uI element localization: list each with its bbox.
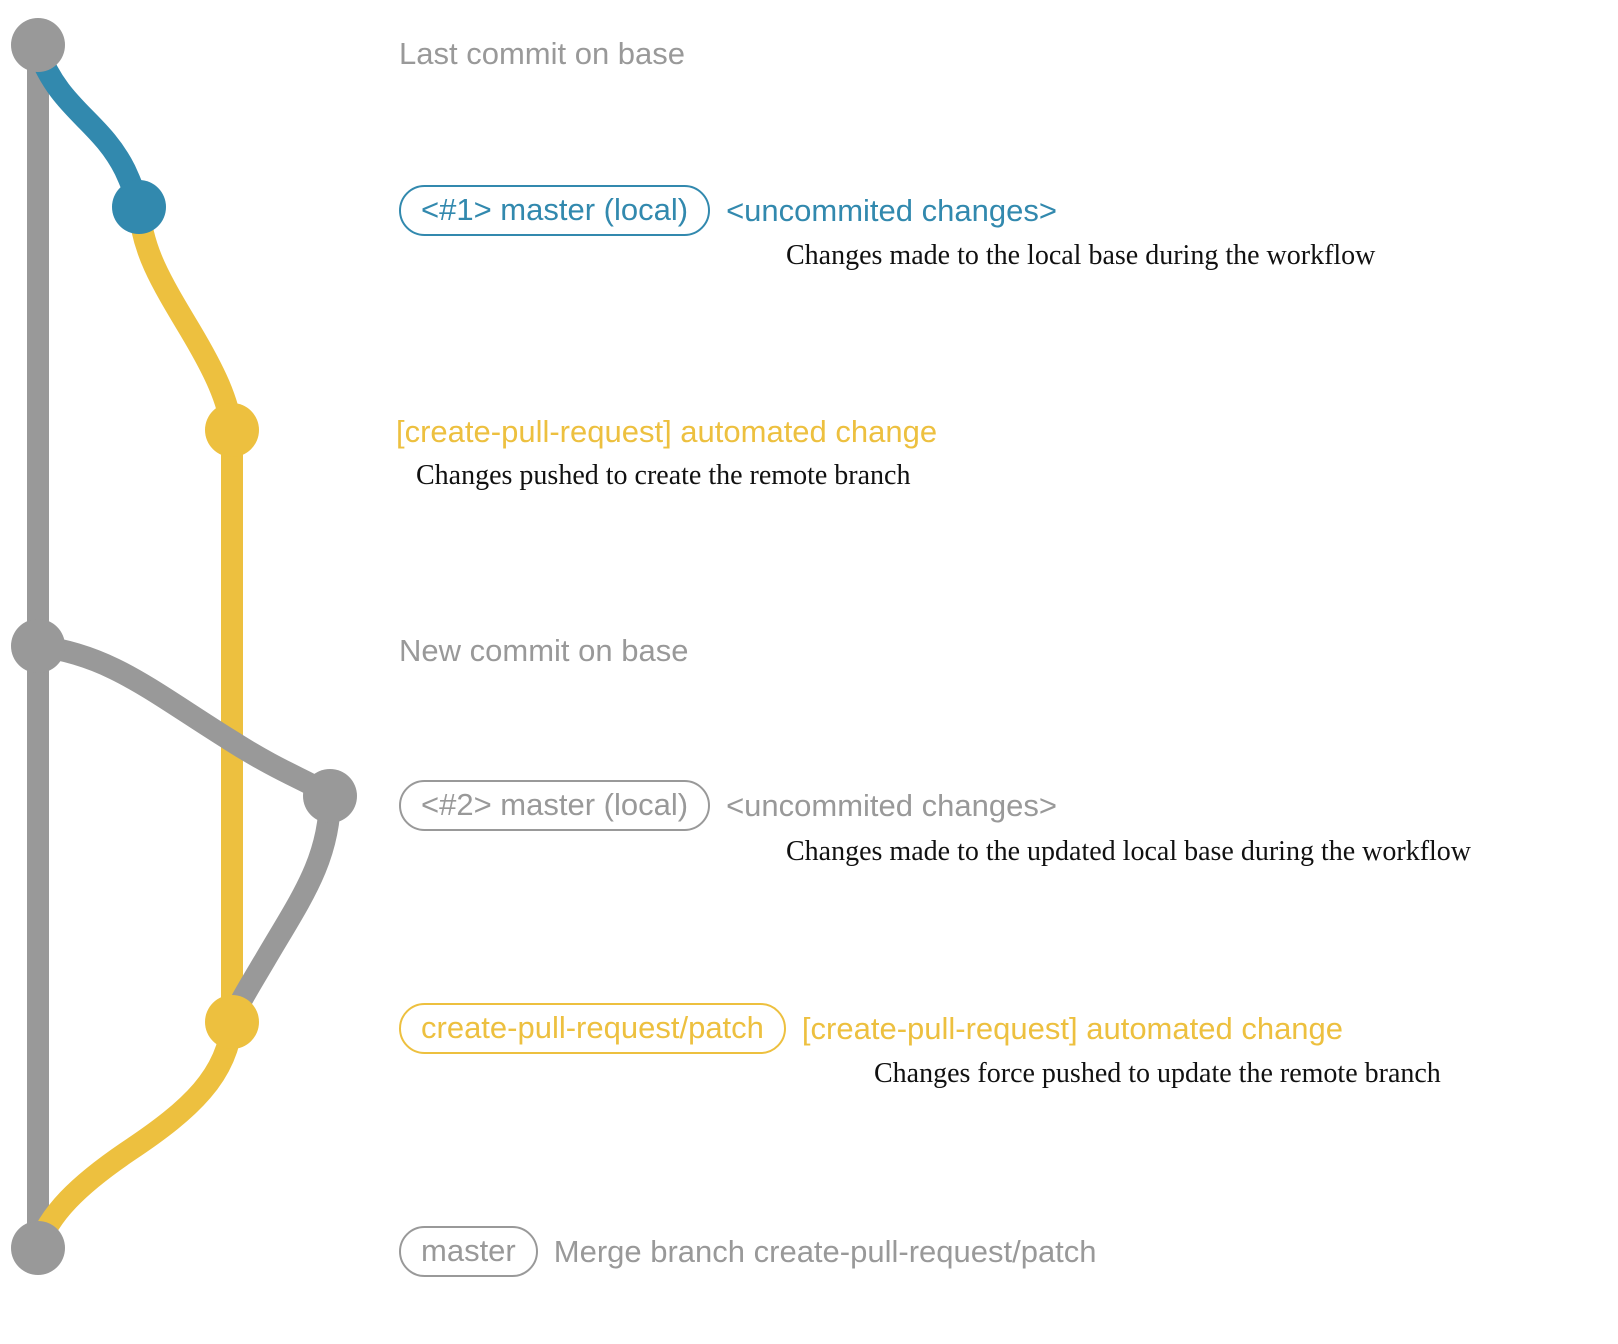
row-merge-master: master Merge branch create-pull-request/… bbox=[399, 1226, 1097, 1277]
branch-line-patch-merge bbox=[27, 1011, 243, 1259]
commit-node-automated-change-1[interactable] bbox=[205, 403, 259, 457]
commit-node-master-local-2[interactable] bbox=[303, 769, 357, 823]
commit-message-master-local-1: <uncommited changes> bbox=[726, 193, 1057, 228]
row-automated-change-2: create-pull-request/patch [create-pull-r… bbox=[399, 1003, 1343, 1054]
commit-message-automated-change-2: [create-pull-request] automated change bbox=[801, 1011, 1344, 1046]
commit-node-new-commit-on-base[interactable] bbox=[11, 619, 65, 673]
row-master-local-1: <#1> master (local) <uncommited changes> bbox=[399, 185, 1057, 236]
note-automated-change-2: Changes force pushed to update the remot… bbox=[874, 1058, 1441, 1089]
branch-line-patch-1 bbox=[128, 196, 243, 441]
branch-badge-master-local-2[interactable]: <#2> master (local) bbox=[399, 780, 711, 831]
commit-message-merge-master: Merge branch create-pull-request/patch bbox=[553, 1234, 1097, 1269]
note-automated-change-1: Changes pushed to create the remote bran… bbox=[416, 460, 911, 491]
commit-node-last-commit-on-base[interactable] bbox=[11, 18, 65, 72]
commit-message-new-commit-on-base: New commit on base bbox=[399, 633, 689, 668]
commit-node-automated-change-2[interactable] bbox=[205, 995, 259, 1049]
commit-message-master-local-2: <uncommited changes> bbox=[726, 788, 1057, 823]
commit-node-merge-master[interactable] bbox=[11, 1221, 65, 1275]
commit-message-last-commit-on-base: Last commit on base bbox=[399, 36, 686, 71]
commit-message-automated-change-1: [create-pull-request] automated change bbox=[396, 414, 938, 449]
note-master-local-1: Changes made to the local base during th… bbox=[786, 240, 1376, 271]
branch-badge-create-pull-request-patch[interactable]: create-pull-request/patch bbox=[399, 1003, 786, 1054]
branch-badge-master-local-1[interactable]: <#1> master (local) bbox=[399, 185, 711, 236]
branch-badge-master[interactable]: master bbox=[399, 1226, 538, 1277]
row-master-local-2: <#2> master (local) <uncommited changes> bbox=[399, 780, 1057, 831]
commit-node-master-local-1[interactable] bbox=[112, 180, 166, 234]
branch-line-local-2 bbox=[27, 635, 341, 807]
note-master-local-2: Changes made to the updated local base d… bbox=[786, 836, 1472, 867]
